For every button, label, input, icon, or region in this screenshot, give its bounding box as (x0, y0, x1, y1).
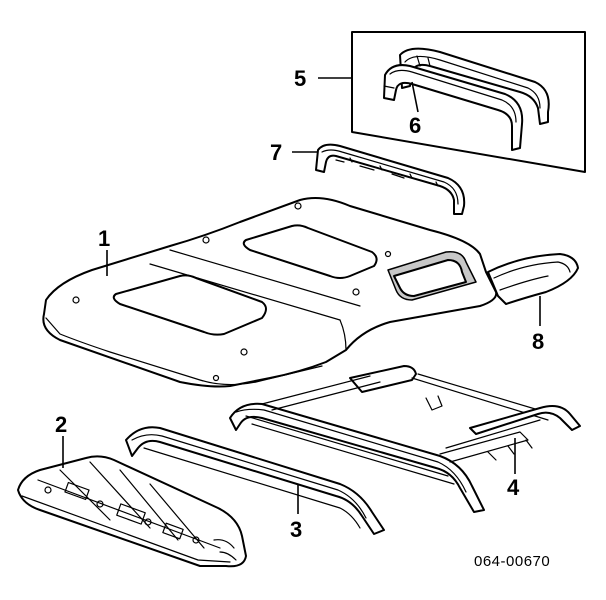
reference-number: 064-00670 (474, 553, 550, 570)
leader-lines (62, 77, 541, 514)
callout-2: 2 (55, 412, 67, 437)
leader-6 (411, 81, 419, 113)
callout-6: 6 (409, 113, 421, 138)
part-3-bow (125, 426, 385, 535)
inset-box (351, 31, 586, 173)
callout-3: 3 (290, 517, 302, 542)
callout-5: 5 (294, 66, 306, 91)
callout-7: 7 (270, 140, 282, 165)
part-1-roof-panel (42, 197, 498, 388)
part-6-frame (383, 64, 524, 151)
callout-8: 8 (532, 329, 544, 354)
part-7-header-trim (315, 143, 466, 215)
callout-1: 1 (98, 226, 110, 251)
callout-4: 4 (507, 475, 520, 500)
part-8-rear-trim (487, 253, 579, 305)
part-2-inner-liner (17, 455, 247, 568)
part-4-frame-assembly (229, 365, 581, 513)
part-6-seal (399, 47, 550, 125)
